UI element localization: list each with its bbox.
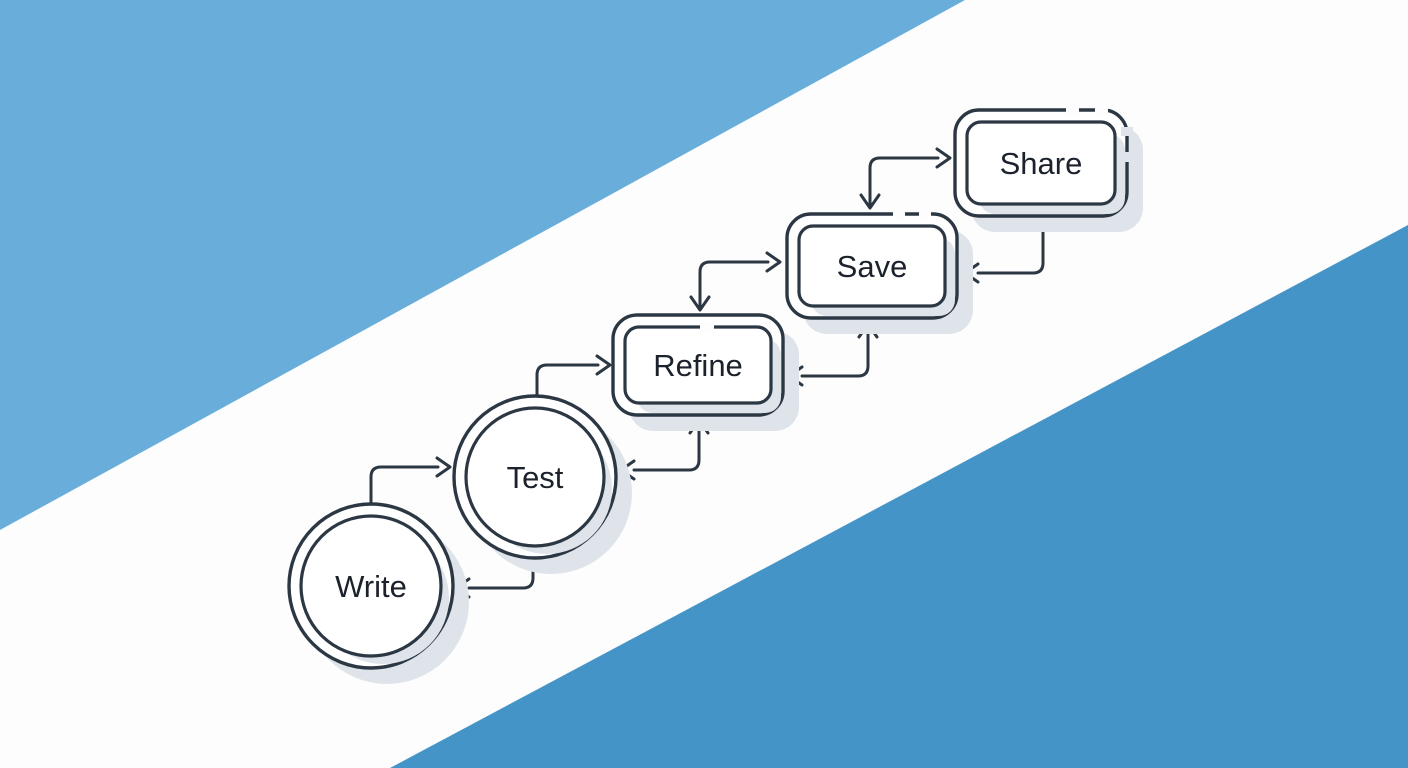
node-save: Save bbox=[785, 209, 973, 334]
node-label: Save bbox=[837, 249, 908, 284]
node-label: Write bbox=[335, 569, 407, 604]
node-inner-circle bbox=[299, 514, 443, 658]
arrowhead-right-icon bbox=[765, 251, 782, 273]
arrowhead-down-icon bbox=[689, 295, 711, 312]
edge-test-refine-forward bbox=[535, 354, 612, 399]
node-inner-rect bbox=[797, 224, 947, 308]
edge-line bbox=[369, 465, 440, 505]
sketch-border-gap bbox=[1095, 105, 1108, 115]
sketch-border-gap bbox=[893, 209, 905, 219]
sketch-border-gap bbox=[1121, 127, 1133, 136]
background-top-left-triangle bbox=[0, 0, 965, 530]
edge-line bbox=[698, 260, 770, 309]
node-test: Test bbox=[452, 394, 632, 574]
sketch-border-gap bbox=[919, 209, 931, 219]
node-write: Write bbox=[287, 502, 469, 684]
node-refine: Refine bbox=[611, 313, 799, 431]
sketch-border-gap bbox=[1121, 152, 1133, 162]
edge-save-share-forward bbox=[859, 147, 952, 210]
edge-line bbox=[632, 421, 701, 472]
edge-line bbox=[868, 156, 940, 207]
edge-line bbox=[976, 215, 1045, 275]
edge-line bbox=[467, 555, 535, 590]
sketch-border-gap bbox=[700, 322, 714, 332]
node-inner-rect bbox=[623, 325, 773, 405]
sketch-border-gap bbox=[1066, 105, 1079, 115]
arrowhead-down-icon bbox=[859, 193, 881, 210]
node-label: Refine bbox=[653, 348, 743, 383]
node-label: Share bbox=[1000, 146, 1083, 181]
edge-write-test-forward bbox=[369, 456, 452, 505]
arrowhead-right-icon bbox=[595, 354, 612, 376]
edge-line bbox=[535, 363, 600, 399]
edge-line bbox=[800, 325, 870, 378]
arrowhead-right-icon bbox=[935, 147, 952, 169]
node-share: Share bbox=[953, 105, 1143, 232]
node-label: Test bbox=[507, 460, 564, 495]
edge-refine-save-forward bbox=[689, 251, 782, 312]
background-bottom-right-triangle bbox=[390, 225, 1408, 768]
node-inner-rect bbox=[965, 120, 1117, 206]
arrowhead-right-icon bbox=[435, 456, 452, 478]
node-inner-circle bbox=[464, 406, 606, 548]
